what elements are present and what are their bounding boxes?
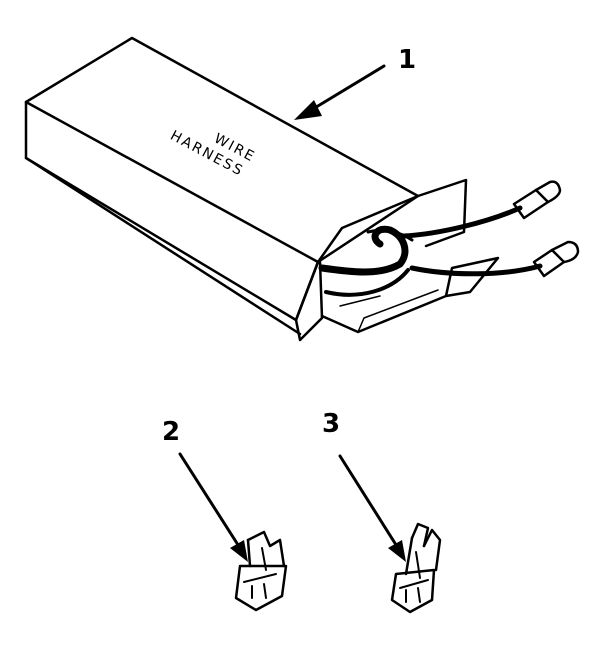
callout-2-arrowhead <box>230 540 248 562</box>
callout-1-leader <box>306 64 386 114</box>
terminal-part-3: 3 <box>322 409 442 614</box>
box-flap-top <box>416 178 468 248</box>
callout-2: 2 <box>162 417 180 447</box>
box-flap-left <box>294 260 324 342</box>
harness-lead-upper <box>401 205 523 239</box>
harness-coil <box>318 225 409 276</box>
connector-upper <box>512 180 562 220</box>
callout-3-arrowhead <box>388 540 406 562</box>
callout-3-leader <box>338 454 400 550</box>
callout-1-arrowhead <box>294 100 322 120</box>
box-label: WIRE HARNESS <box>168 128 259 180</box>
terminal-part-2: 2 <box>162 417 288 612</box>
wire-harness-box: WIRE HARNESS 1 <box>24 36 580 342</box>
terminal-2-icon <box>234 530 288 612</box>
callout-3: 3 <box>322 409 340 439</box>
callout-2-leader <box>178 452 242 550</box>
terminal-3-icon <box>390 522 442 614</box>
connector-lower <box>532 240 580 278</box>
callout-1: 1 <box>398 45 416 75</box>
harness-lead-lower <box>409 263 543 277</box>
